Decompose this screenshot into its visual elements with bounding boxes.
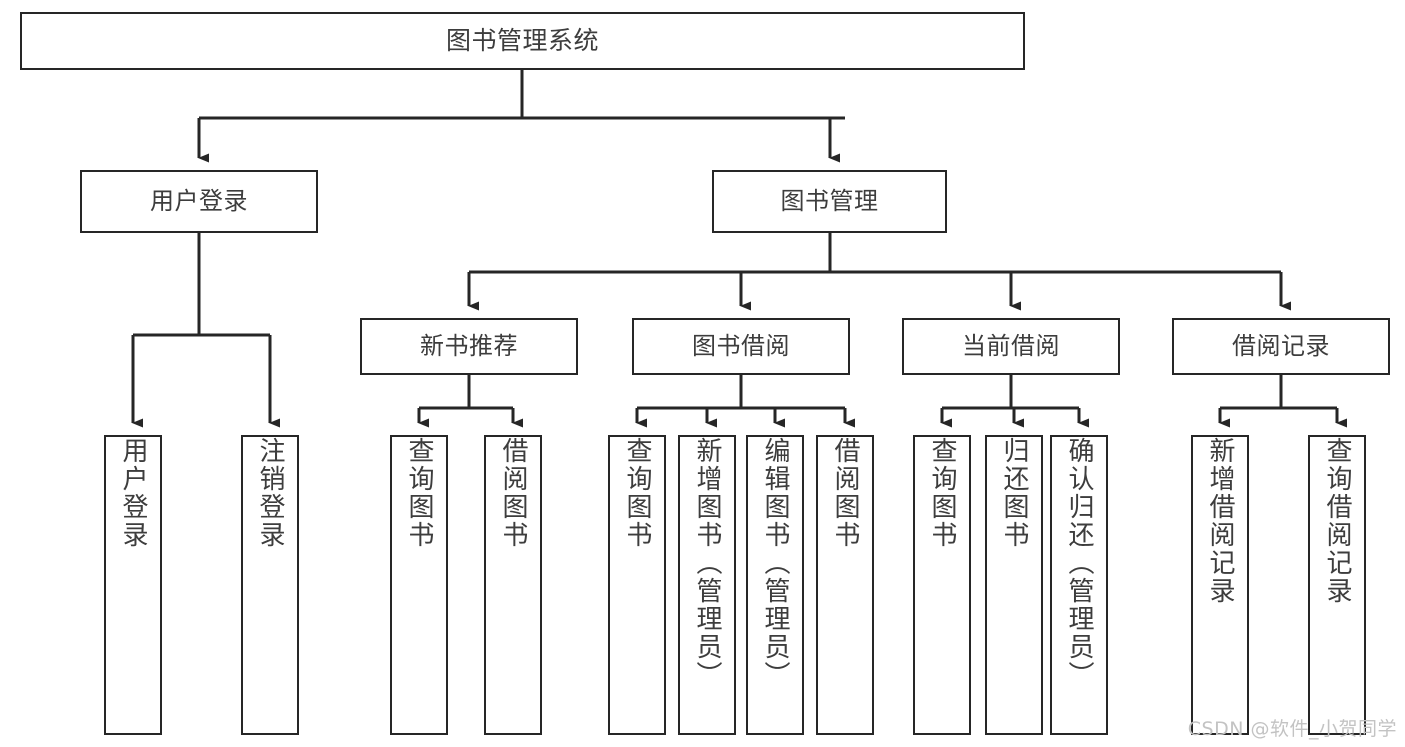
node-leaf-query-record-label: 查询借阅记录	[1322, 437, 1352, 605]
node-new-book-rec-label: 新书推荐	[420, 332, 518, 361]
node-book-borrow-label: 图书借阅	[692, 332, 790, 361]
node-leaf-confirm-return-label: 确认归还（管理员）	[1064, 437, 1094, 689]
node-leaf-edit-book[interactable]: 编辑图书（管理员）	[746, 435, 804, 735]
node-leaf-user-login-label: 用户登录	[118, 437, 148, 549]
node-book-manage[interactable]: 图书管理	[712, 170, 947, 233]
node-leaf-user-logout-label: 注销登录	[255, 437, 285, 549]
node-leaf-borrow-book-1[interactable]: 借阅图书	[484, 435, 542, 735]
node-borrow-record-label: 借阅记录	[1232, 332, 1330, 361]
node-leaf-query-record[interactable]: 查询借阅记录	[1308, 435, 1366, 735]
node-leaf-add-record-label: 新增借阅记录	[1205, 437, 1235, 605]
node-leaf-query-book-2-label: 查询图书	[622, 437, 652, 549]
node-leaf-query-book-3-label: 查询图书	[927, 437, 957, 549]
node-leaf-query-book-3[interactable]: 查询图书	[913, 435, 971, 735]
node-root-label: 图书管理系统	[445, 26, 599, 55]
node-leaf-return-book[interactable]: 归还图书	[985, 435, 1043, 735]
node-borrow-record[interactable]: 借阅记录	[1172, 318, 1390, 375]
node-leaf-borrow-book-2[interactable]: 借阅图书	[816, 435, 874, 735]
node-leaf-add-book[interactable]: 新增图书（管理员）	[678, 435, 736, 735]
node-leaf-return-book-label: 归还图书	[999, 437, 1029, 549]
node-leaf-edit-book-label: 编辑图书（管理员）	[760, 437, 790, 689]
node-current-borrow[interactable]: 当前借阅	[902, 318, 1120, 375]
node-leaf-confirm-return[interactable]: 确认归还（管理员）	[1050, 435, 1108, 735]
node-leaf-borrow-book-2-label: 借阅图书	[830, 437, 860, 549]
node-leaf-add-record[interactable]: 新增借阅记录	[1191, 435, 1249, 735]
node-leaf-user-login[interactable]: 用户登录	[104, 435, 162, 735]
watermark: CSDN @软件_小贺同学	[1187, 718, 1397, 740]
node-leaf-query-book-1[interactable]: 查询图书	[390, 435, 448, 735]
node-current-borrow-label: 当前借阅	[962, 332, 1060, 361]
node-leaf-query-book-1-label: 查询图书	[404, 437, 434, 549]
node-leaf-user-logout[interactable]: 注销登录	[241, 435, 299, 735]
node-leaf-query-book-2[interactable]: 查询图书	[608, 435, 666, 735]
node-user-login[interactable]: 用户登录	[80, 170, 318, 233]
node-root[interactable]: 图书管理系统	[20, 12, 1025, 70]
node-leaf-borrow-book-1-label: 借阅图书	[498, 437, 528, 549]
node-book-borrow[interactable]: 图书借阅	[632, 318, 850, 375]
node-user-login-label: 用户登录	[150, 187, 248, 216]
node-new-book-rec[interactable]: 新书推荐	[360, 318, 578, 375]
node-leaf-add-book-label: 新增图书（管理员）	[692, 437, 722, 689]
node-book-manage-label: 图书管理	[780, 187, 879, 216]
